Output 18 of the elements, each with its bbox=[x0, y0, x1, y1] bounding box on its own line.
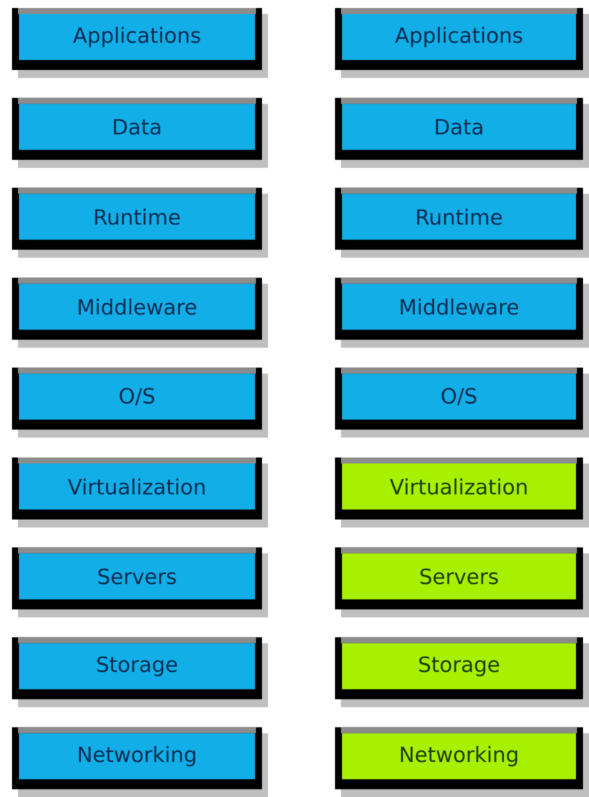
layer-box: Data bbox=[335, 98, 589, 168]
layer-box: Networking bbox=[335, 727, 589, 797]
layer-box: Networking bbox=[12, 727, 268, 797]
layer-box: Data bbox=[12, 98, 268, 168]
layer-box: Storage bbox=[335, 637, 589, 708]
layer-box: Servers bbox=[335, 547, 589, 618]
layer-box: Applications bbox=[12, 8, 268, 78]
layer-box: Virtualization bbox=[335, 458, 589, 528]
layer-box: Middleware bbox=[335, 278, 589, 348]
layer-box: Middleware bbox=[12, 278, 268, 348]
layer-box: O/S bbox=[335, 368, 589, 438]
layer-box: Servers bbox=[12, 547, 268, 618]
layer-box: Runtime bbox=[335, 188, 589, 258]
layer-box: Applications bbox=[335, 8, 589, 78]
layer-box: Runtime bbox=[12, 188, 268, 258]
layer-box: Storage bbox=[12, 637, 268, 708]
layer-box: Virtualization bbox=[12, 458, 268, 528]
layer-box: O/S bbox=[12, 368, 268, 438]
